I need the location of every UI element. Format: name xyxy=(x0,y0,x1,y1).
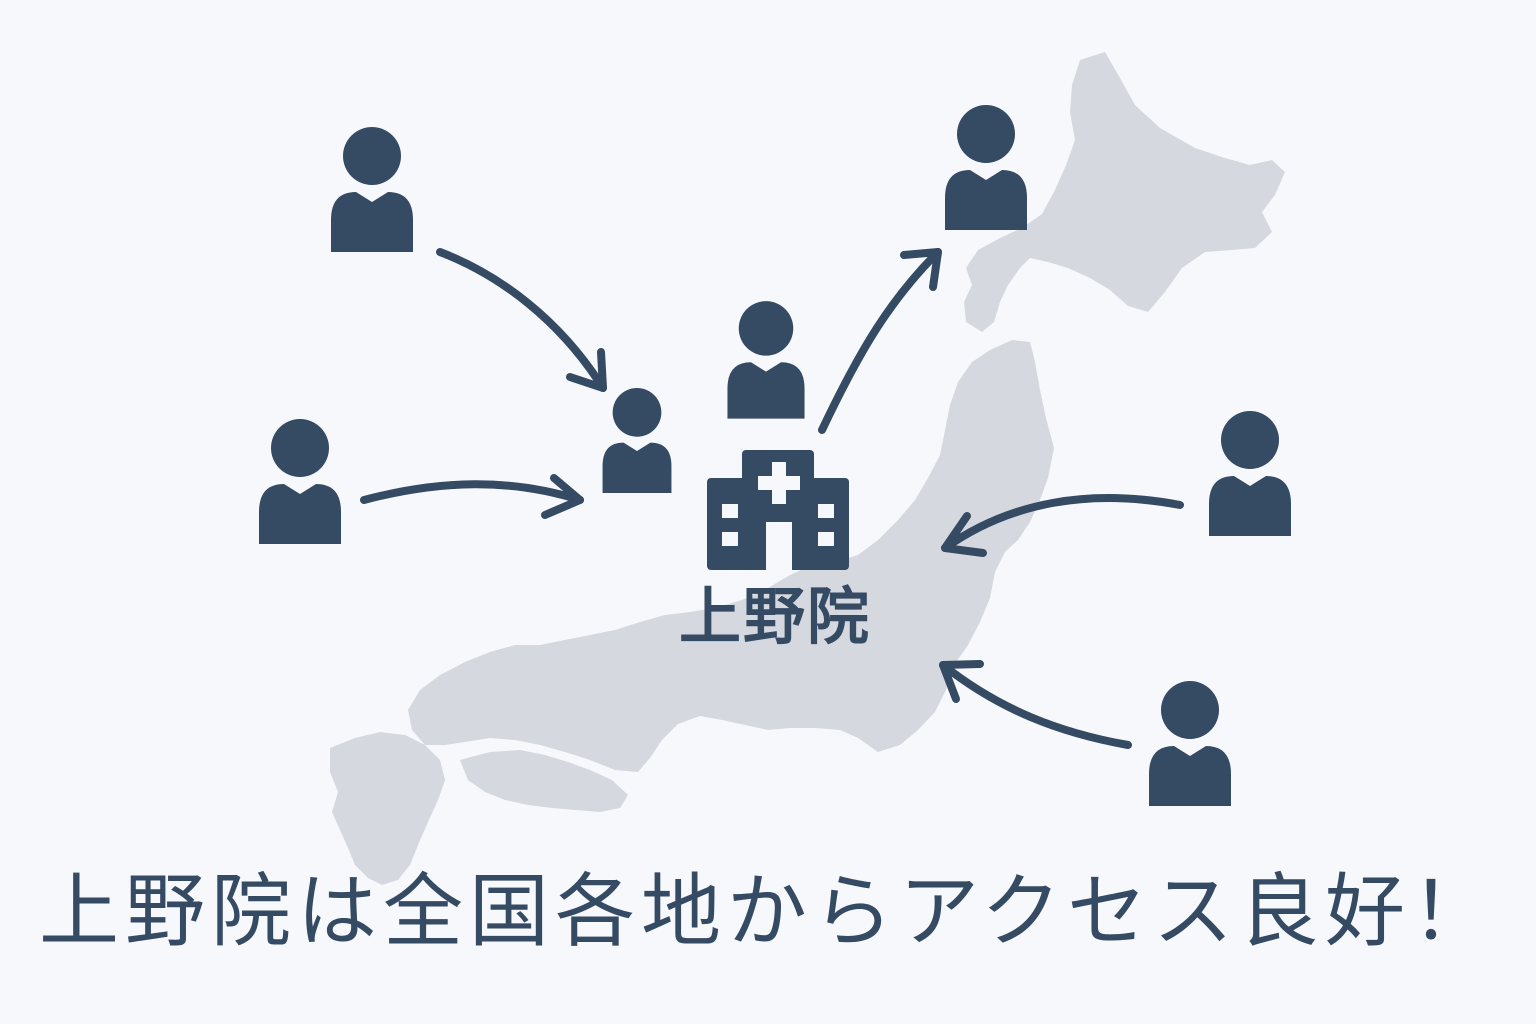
person-icon xyxy=(602,388,672,494)
person-icon xyxy=(259,419,341,544)
arrow-to-hospital-from-west xyxy=(360,480,584,504)
arrow-to-hospital-from-east xyxy=(941,494,1184,552)
arrow-to-north-from-hospital xyxy=(818,248,942,434)
arrows xyxy=(360,248,1184,749)
sado-island xyxy=(1005,342,1030,364)
hospital-building-icon xyxy=(707,450,849,570)
shikoku-island xyxy=(460,750,628,812)
person-icon xyxy=(331,127,413,252)
arrowhead xyxy=(541,474,584,519)
person-icon xyxy=(945,105,1027,230)
person-icon xyxy=(727,301,805,419)
headline: 上野院は全国各地からアクセス良好！ xyxy=(39,865,1497,958)
arrowhead xyxy=(939,660,984,703)
hokkaido-island xyxy=(964,52,1285,332)
arrowhead xyxy=(900,248,942,291)
hospital-label: 上野院 xyxy=(678,580,871,653)
arrow-to-hospital-from-southeast xyxy=(939,661,1132,749)
arrowhead xyxy=(566,348,607,392)
small-island xyxy=(1008,348,1016,356)
arrow-to-hospital-from-northwest xyxy=(436,248,607,392)
honshu-island xyxy=(408,340,1054,772)
person-icon xyxy=(1209,411,1291,536)
arrowhead xyxy=(941,512,987,557)
small-island xyxy=(346,794,358,806)
kyushu-island xyxy=(330,732,445,885)
japan-map xyxy=(330,52,1285,885)
small-island xyxy=(910,700,920,710)
person-icon xyxy=(1149,681,1231,806)
